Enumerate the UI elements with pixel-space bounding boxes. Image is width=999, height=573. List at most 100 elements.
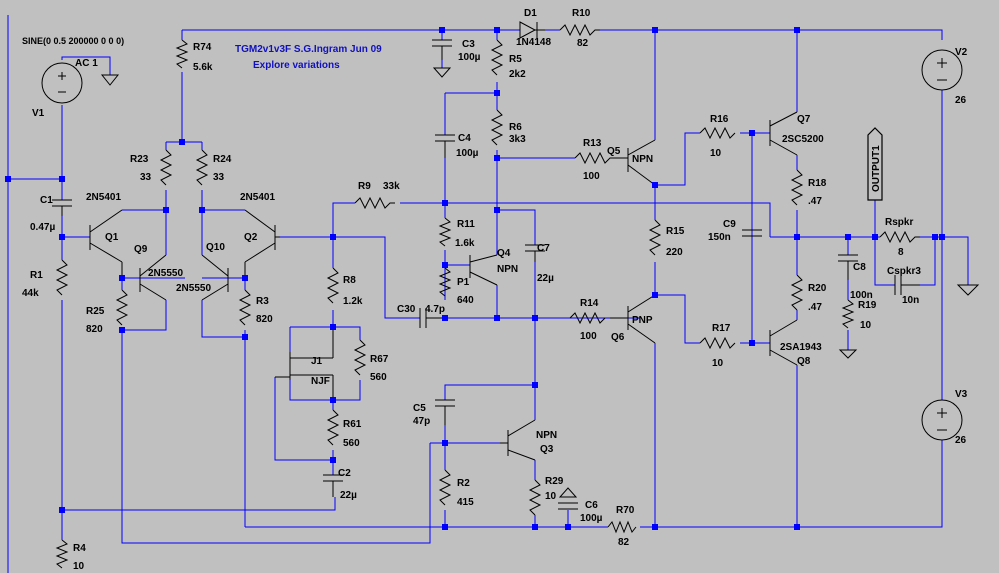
label-j1: J1	[311, 356, 323, 367]
value-r2: 415	[457, 497, 474, 508]
label-p1: P1	[457, 277, 470, 288]
labels: TGM2v1v3F S.G.Ingram Jun 09 Explore vari…	[22, 8, 968, 572]
label-rspkr: Rspkr	[885, 217, 913, 228]
value-r29: 10	[545, 491, 557, 502]
label-q5: Q5	[607, 146, 621, 157]
label-r29: R29	[545, 476, 564, 487]
label-r61: R61	[343, 419, 362, 430]
label-r67: R67	[370, 354, 389, 365]
source-waveform: SINE(0 0.5 200000 0 0 0)	[22, 36, 124, 46]
label-r3: R3	[256, 296, 269, 307]
label-r15: R15	[666, 226, 685, 237]
value-r5: 2k2	[509, 69, 526, 80]
value-q9: 2N5550	[148, 268, 183, 279]
value-r16: 10	[710, 148, 722, 159]
value-r11: 1.6k	[455, 238, 475, 249]
components	[41, 21, 980, 569]
label-c3: C3	[462, 39, 475, 50]
v2-value: 26	[955, 95, 967, 106]
value-r1: 44k	[22, 288, 39, 299]
value-r6: 3k3	[509, 134, 526, 145]
label-q6: Q6	[611, 332, 625, 343]
label-r2: R2	[457, 478, 470, 489]
label-q1: Q1	[105, 232, 119, 243]
label-q10: Q10	[206, 242, 225, 253]
value-p1: 640	[457, 295, 474, 306]
label-c6: C6	[585, 500, 598, 511]
label-r19: R19	[858, 300, 877, 311]
label-r10: R10	[572, 8, 591, 19]
label-r20: R20	[808, 283, 827, 294]
label-c30: C30	[397, 304, 416, 315]
v3-name: V3	[955, 389, 968, 400]
value-r9: 33k	[383, 181, 400, 192]
value-j1: NJF	[311, 376, 330, 387]
label-cspkr3: Cspkr3	[887, 266, 921, 277]
label-r14: R14	[580, 298, 599, 309]
value-c5: 47p	[413, 416, 430, 427]
label-r8: R8	[343, 275, 356, 286]
value-q1: 2N5401	[86, 192, 121, 203]
value-r10: 82	[577, 38, 589, 49]
value-r23: 33	[140, 172, 152, 183]
label-r4: R4	[73, 543, 86, 554]
value-c7: 22µ	[537, 273, 554, 284]
label-r24: R24	[213, 154, 232, 165]
value-q4: NPN	[497, 264, 518, 275]
value-r14: 100	[580, 331, 597, 342]
label-r17: R17	[712, 323, 731, 334]
label-q9: Q9	[134, 244, 148, 255]
label-c1: C1	[40, 195, 53, 206]
value-cspkr3: 10n	[902, 295, 919, 306]
output-label: OUTPUT1	[871, 145, 882, 192]
value-r61: 560	[343, 438, 360, 449]
value-r8: 1.2k	[343, 296, 363, 307]
label-r25: R25	[86, 306, 105, 317]
value-q8: 2SA1943	[780, 342, 822, 353]
value-q7: 2SC5200	[782, 134, 824, 145]
value-c8: 100n	[850, 290, 873, 301]
value-r19: 10	[860, 320, 872, 331]
value-q5: NPN	[632, 154, 653, 165]
value-q2: 2N5401	[240, 192, 275, 203]
label-c5: C5	[413, 403, 426, 414]
value-r70: 82	[618, 537, 630, 548]
value-c2: 22µ	[340, 490, 357, 501]
label-r70: R70	[616, 505, 635, 516]
value-r20: .47	[808, 302, 822, 313]
value-q6: PNP	[632, 315, 653, 326]
label-q2: Q2	[244, 232, 258, 243]
label-r6: R6	[509, 122, 522, 133]
label-r11: R11	[457, 219, 475, 230]
v3-value: 26	[955, 435, 967, 446]
title-line2: Explore variations	[253, 60, 340, 71]
junction-dots	[5, 27, 945, 530]
value-q3: NPN	[536, 430, 557, 441]
label-r74: R74	[193, 42, 212, 53]
label-q3: Q3	[540, 444, 554, 455]
label-q7: Q7	[797, 114, 811, 125]
label-q4: Q4	[497, 248, 511, 259]
value-d1: 1N4148	[516, 37, 551, 48]
label-d1: D1	[524, 8, 537, 19]
label-c9: C9	[723, 219, 736, 230]
source-ac: AC 1	[75, 58, 98, 69]
value-r4: 10	[73, 561, 85, 572]
value-c30: 4.7p	[425, 304, 445, 315]
value-c1: 0.47µ	[30, 222, 55, 233]
label-q8: Q8	[797, 356, 811, 367]
label-r5: R5	[509, 54, 522, 65]
value-q10: 2N5550	[176, 283, 211, 294]
value-r24: 33	[213, 172, 225, 183]
label-c2: C2	[338, 468, 351, 479]
value-r15: 220	[666, 247, 683, 258]
value-r3: 820	[256, 314, 273, 325]
label-r16: R16	[710, 114, 729, 125]
source-name: V1	[32, 108, 45, 119]
value-c9: 150n	[708, 232, 731, 243]
value-r13: 100	[583, 171, 600, 182]
label-r9: R9	[358, 181, 371, 192]
wires	[7, 15, 969, 573]
